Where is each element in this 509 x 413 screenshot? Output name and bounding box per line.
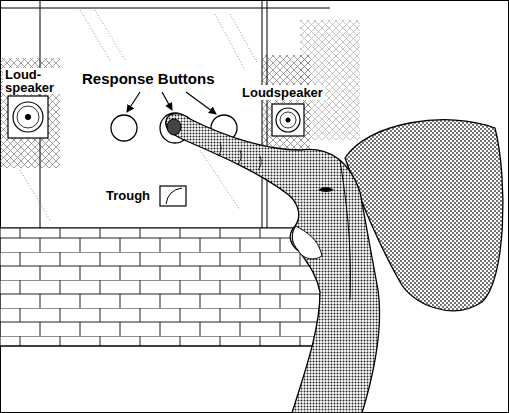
speaker-label: Loudspeaker (240, 85, 325, 100)
speaker-label: Loud- speaker (3, 68, 63, 94)
buttons-label: Response Buttons (80, 70, 217, 87)
trough-label: Trough (104, 188, 152, 203)
